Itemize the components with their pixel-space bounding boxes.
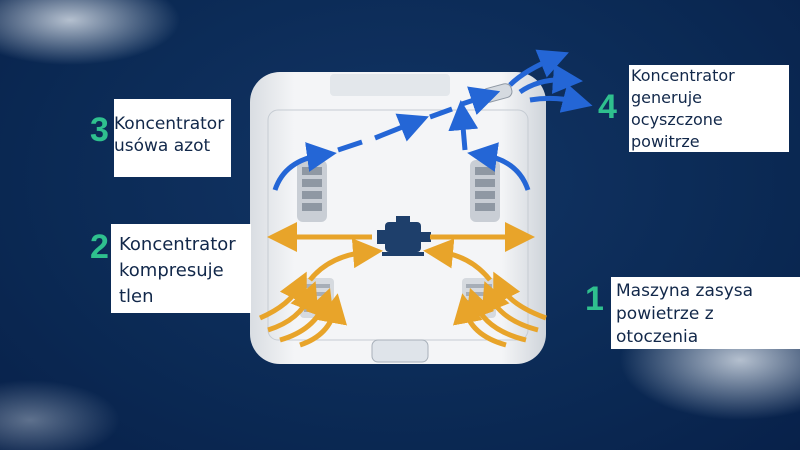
- vent-lower-left: [300, 278, 334, 318]
- step-number-2: 2: [90, 228, 109, 266]
- exhaust-arrows: [272, 49, 593, 191]
- step-number-3: 3: [90, 111, 109, 149]
- step-number-4: 4: [598, 88, 617, 126]
- handle: [371, 339, 429, 363]
- step-label-4: Koncentrator generuje ocyszczone powitrz…: [629, 65, 789, 152]
- step-label-2: Koncentrator kompresuje tlen: [111, 224, 251, 313]
- step-number-1: 1: [585, 280, 604, 318]
- intake-arrows: [259, 222, 547, 348]
- vent-upper-left: [297, 160, 327, 222]
- cloud: [0, 0, 180, 65]
- cloud: [0, 380, 120, 450]
- vent-upper-right: [470, 160, 500, 222]
- step-label-1: Maszyna zasysa powietrze z otoczenia: [611, 277, 800, 349]
- display-panel: [330, 74, 450, 96]
- motor-icon: [377, 216, 431, 256]
- step-label-3: Koncentrator usówa azot: [114, 99, 231, 177]
